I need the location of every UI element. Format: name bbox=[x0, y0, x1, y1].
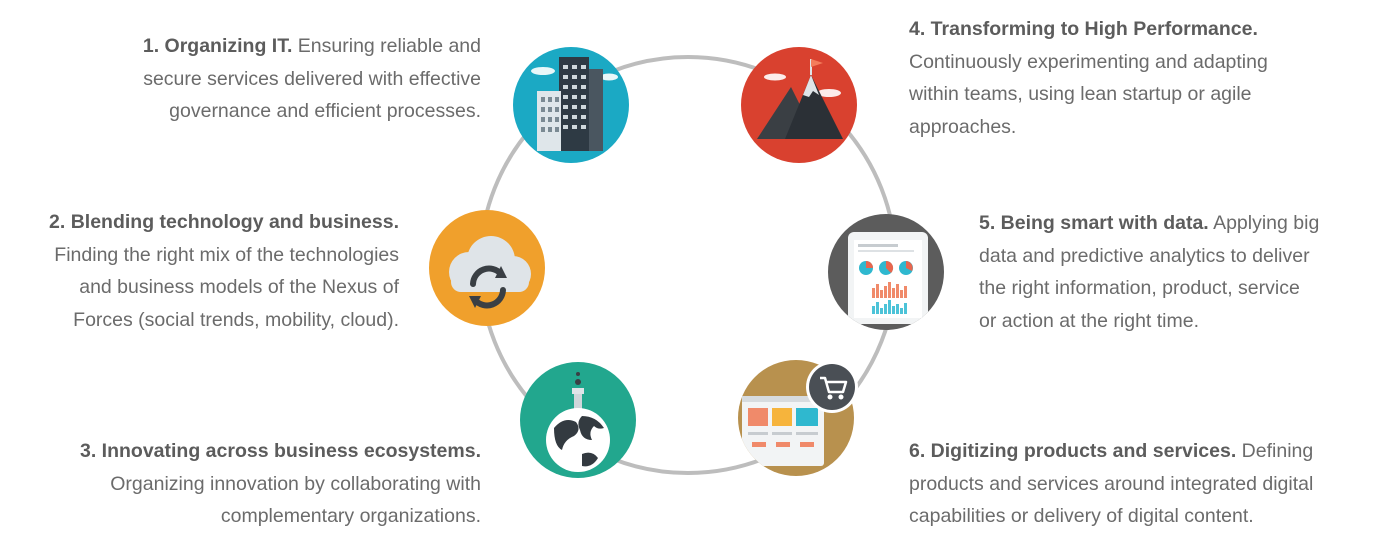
globe-flask-icon bbox=[546, 372, 610, 472]
node-innovating-ecosystems bbox=[520, 362, 636, 478]
node-high-performance bbox=[741, 47, 857, 163]
webpage-cart-icon bbox=[742, 396, 824, 466]
cloud-sync-icon bbox=[449, 236, 531, 309]
item-digitizing-products-text: 6. Digitizing products and services. Def… bbox=[909, 440, 1314, 527]
item-title: 5. Being smart with data. bbox=[979, 212, 1209, 234]
item-title: 1. Organizing IT. bbox=[142, 35, 293, 57]
node-blending-technology bbox=[429, 210, 545, 326]
shopping-cart-icon bbox=[820, 376, 848, 400]
item-title: 2. Blending technology and business. bbox=[49, 211, 399, 233]
node-organizing-it bbox=[513, 47, 629, 163]
item-high-performance-text: 4. Transforming to High Performance. Con… bbox=[909, 18, 1268, 138]
item-blending-technology-text: 2. Blending technology and business. Fin… bbox=[49, 211, 399, 331]
buildings-icon bbox=[531, 57, 618, 151]
mountain-flag-icon bbox=[757, 59, 843, 139]
item-organizing-it-text: 1. Organizing IT. Ensuring reliable and … bbox=[142, 35, 481, 122]
item-title: 3. Innovating across business ecosystems… bbox=[80, 440, 481, 462]
item-title: 6. Digitizing products and services. bbox=[909, 440, 1237, 462]
item-innovating-ecosystems-text: 3. Innovating across business ecosystems… bbox=[80, 440, 481, 527]
cart-badge bbox=[806, 361, 858, 413]
node-smart-with-data bbox=[828, 214, 944, 330]
item-title: 4. Transforming to High Performance. bbox=[909, 18, 1258, 40]
item-smart-with-data-text: 5. Being smart with data. Applying big d… bbox=[979, 212, 1320, 332]
tablet-dashboard-icon bbox=[848, 232, 928, 324]
